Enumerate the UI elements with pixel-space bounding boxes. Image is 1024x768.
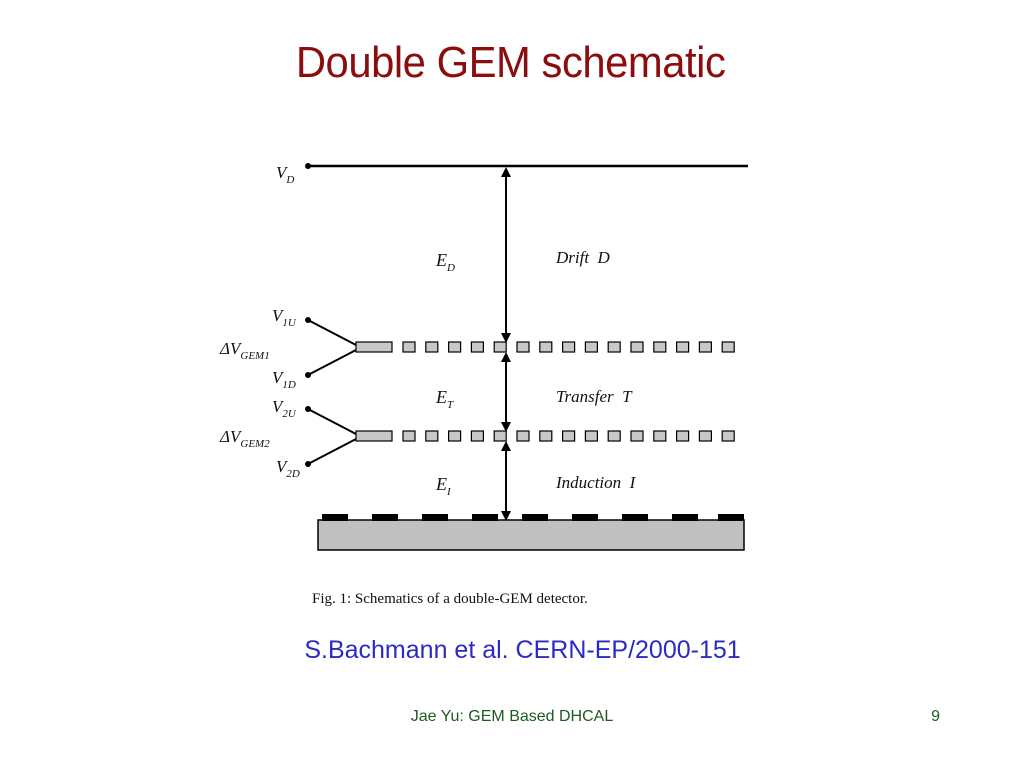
gem2-segment xyxy=(561,430,576,442)
gem2-segment xyxy=(698,430,713,442)
gem1-segment xyxy=(561,341,576,353)
citation: S.Bachmann et al. CERN-EP/2000-151 xyxy=(304,636,741,664)
readout-pad xyxy=(422,514,448,521)
v1u-terminal xyxy=(305,317,311,323)
gem1-segment xyxy=(493,341,507,353)
gem2-segment xyxy=(630,430,644,442)
v1d-terminal xyxy=(305,372,311,378)
gem2-segment xyxy=(675,430,690,442)
gem1-segment xyxy=(448,341,462,353)
v2u-wire xyxy=(307,408,357,435)
gem1-segment xyxy=(516,341,530,353)
gem1-segment xyxy=(425,341,439,353)
v2d-wire xyxy=(307,438,357,465)
v1u-wire xyxy=(307,319,357,346)
readout-pad xyxy=(622,514,648,521)
gem2-segment xyxy=(607,430,621,442)
label-dv-gem1: ΔVGEM1 xyxy=(219,339,270,362)
gem2-segment xyxy=(721,430,735,442)
readout-pad xyxy=(718,514,744,521)
gem2-segment xyxy=(470,430,484,442)
gem2-foil xyxy=(355,430,735,442)
gem1-segment xyxy=(607,341,621,353)
page-number: 9 xyxy=(931,708,940,725)
label-vd: VD xyxy=(276,163,294,186)
double-gem-diagram: VD V1U ΔVGEM1 V1D V2U ΔVGEM2 V2D ED ET E… xyxy=(219,163,748,607)
gem1-segments xyxy=(402,341,735,353)
gem2-segments xyxy=(402,430,735,442)
gem2-segment xyxy=(653,430,667,442)
v2u-terminal xyxy=(305,406,311,412)
gem1-segment xyxy=(470,341,484,353)
gem1-segment xyxy=(653,341,667,353)
readout-pad xyxy=(522,514,548,521)
gem1-segment xyxy=(721,341,735,353)
label-ed: ED xyxy=(435,250,455,274)
v2d-terminal xyxy=(305,461,311,467)
readout-pad xyxy=(472,514,498,521)
gem2-segment xyxy=(448,430,462,442)
vd-terminal xyxy=(305,163,311,169)
gem1-segment xyxy=(539,341,553,353)
gem1-segment xyxy=(630,341,644,353)
gem1-foil xyxy=(355,341,735,353)
label-v2d: V2D xyxy=(276,457,300,480)
label-induction-region: Induction I xyxy=(555,473,637,492)
label-v2u: V2U xyxy=(272,397,297,420)
readout-pads xyxy=(322,514,744,521)
label-drift-region: Drift D xyxy=(555,248,611,267)
slide-title: Double GEM schematic xyxy=(295,38,726,87)
readout-pad xyxy=(322,514,348,521)
gem1-segment xyxy=(402,341,416,353)
gem2-segment xyxy=(516,430,530,442)
figure-caption: Fig. 1: Schematics of a double-GEM detec… xyxy=(312,591,588,607)
gem2-segment xyxy=(539,430,553,442)
footer-text: Jae Yu: GEM Based DHCAL xyxy=(410,708,614,725)
readout-pad xyxy=(372,514,398,521)
readout-pad xyxy=(572,514,598,521)
gem1-segment xyxy=(698,341,713,353)
gem2-segment xyxy=(402,430,416,442)
label-ei: EI xyxy=(435,474,452,498)
label-v1d: V1D xyxy=(272,368,296,391)
label-transfer-region: Transfer T xyxy=(556,387,633,406)
readout-board xyxy=(317,519,745,551)
gem2-segment xyxy=(493,430,507,442)
label-dv-gem2: ΔVGEM2 xyxy=(219,427,270,450)
gem2-segment xyxy=(425,430,439,442)
readout-pad xyxy=(672,514,698,521)
gem2-segment xyxy=(584,430,599,442)
label-v1u: V1U xyxy=(272,306,297,329)
label-et: ET xyxy=(435,387,454,411)
v1d-wire xyxy=(307,349,357,376)
gem1-segment xyxy=(584,341,599,353)
gem1-segment xyxy=(675,341,690,353)
